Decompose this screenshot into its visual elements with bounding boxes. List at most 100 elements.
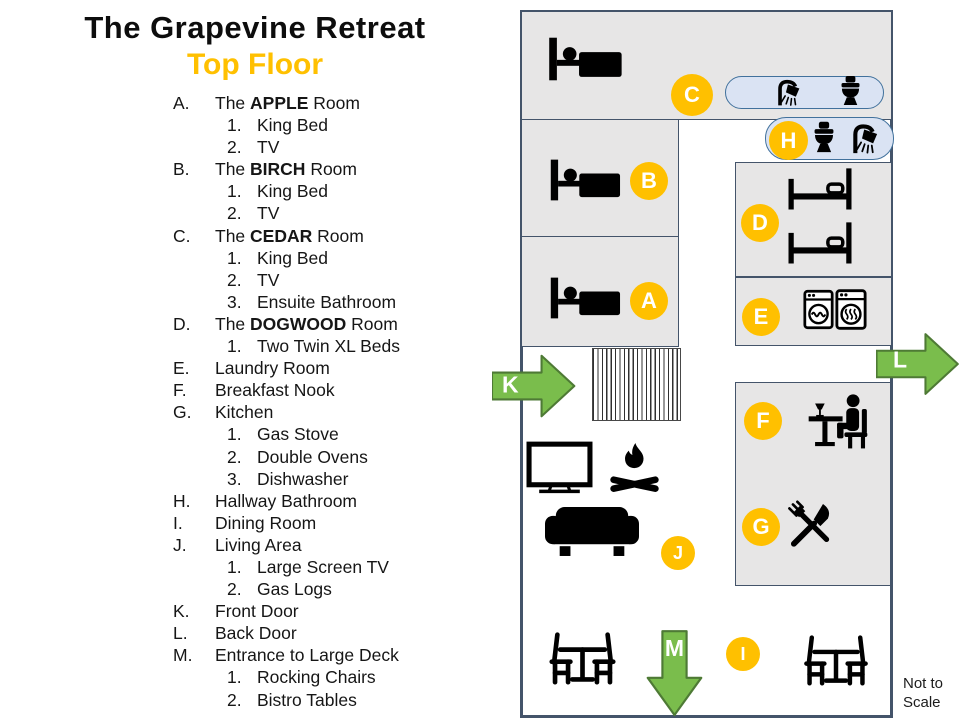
legend-list: A. The APPLE Room 1. King Bed 2. TV B. The BIRC… [173,92,503,711]
shower-icon [850,121,882,155]
legend-item: I. Dining Room [173,512,503,534]
legend-subitem-text: Gas Logs [257,579,332,600]
tv-icon [526,441,593,494]
deck-entrance-arrow: M [646,630,703,717]
legend-item-marker: G. [173,402,192,423]
legend-item-text-pre: Entrance to Large Deck [215,645,399,666]
legend-item-text-pre: The [215,225,251,246]
legend-item-text-pre: The [215,313,251,334]
legend-item-room-name: CEDAR [250,225,313,246]
legend-subitem: 1. Two Twin XL Beds [173,335,503,357]
room-badge-dining: I [726,637,760,671]
door-arrow-icon [492,354,576,418]
breakfast-seat-icon [805,390,871,450]
legend-subitem: 1. Large Screen TV [173,556,503,578]
legend-subitem-marker: 1. [227,247,242,268]
legend-subitem-text: King Bed [257,181,329,202]
legend-item-marker: K. [173,601,190,622]
legend-item-text: Front Door [215,600,299,622]
legend-subitem-marker: 2. [227,446,242,467]
legend-item-marker: I. [173,512,183,533]
legend-item-marker: F. [173,380,187,401]
room-badge-hall-bath: H [769,121,808,160]
legend-subitem-text: Two Twin XL Beds [257,336,400,357]
legend-subitem: 2.TV [173,202,503,224]
legend-subitem-text: Gas Stove [257,424,339,445]
legend-item-text: Hallway Bathroom [215,490,357,512]
legend-item-marker: B. [173,159,190,180]
legend-subitem-text: TV [257,137,280,158]
legend-item-marker: A. [173,93,190,113]
dryer-icon [835,288,867,331]
legend-item-text-pre: Front Door [215,601,299,622]
legend-subitem-marker: 2. [227,269,242,290]
legend-subitem-marker: 3. [227,291,242,312]
legend-item-marker: H. [173,490,191,511]
legend-subitem-text: King Bed [257,115,329,136]
page-title: The Grapevine Retreat [84,10,426,45]
legend-subitem-marker: 1. [227,556,242,577]
legend-subitem-text: TV [257,269,280,290]
legend-item: G. Kitchen [173,401,503,423]
legend-item-text-post: Room [305,159,357,180]
legend-item: H. Hallway Bathroom [173,490,503,512]
legend-item-text: Laundry Room [215,357,330,379]
legend-item-room-name: APPLE [250,93,309,113]
legend-item-text: Back Door [215,622,297,644]
legend-item-marker: D. [173,313,191,334]
front-door-label: K [502,371,519,398]
legend-subitem-marker: 1. [227,424,242,445]
legend-item: D.The DOGWOOD Room [173,313,503,335]
room-badge-laundry: E [742,298,780,336]
legend-subitem: 2.Bistro Tables [173,689,503,711]
legend-subitem-marker: 1. [227,336,242,357]
legend-item-text-pre: Laundry Room [215,358,330,379]
legend-subitem: 3. Ensuite Bathroom [173,291,503,313]
legend-subitem: 2.Gas Logs [173,578,503,600]
legend-subitem: 2. TV [173,269,503,291]
campfire-icon [607,441,662,498]
legend-item-text: Entrance to Large Deck [215,644,399,666]
legend-item-text: Kitchen [215,401,273,423]
legend-item: K. Front Door [173,600,503,622]
legend-subitem: 1.King Bed [173,180,503,202]
legend-item-text-pre: Dining Room [215,512,317,533]
twin-bed-icon [785,166,855,211]
legend-item-text-pre: Kitchen [215,402,274,423]
legend-item-text-pre: The [215,93,251,113]
room-badge-kitchen: G [742,508,780,546]
legend-subitem: 1.King Bed [173,114,503,136]
front-door-arrow: K [492,351,576,421]
legend-subitem-marker: 2. [227,689,242,710]
dining-set-icon [544,631,621,685]
back-door-arrow: L [876,330,960,398]
legend-subitem: 2.Double Ovens [173,446,503,468]
legend-subitem-text: King Bed [257,247,329,268]
legend-item-marker: E. [173,358,190,379]
legend-subitem: 1. King Bed [173,247,503,269]
legend-item-text-post: Room [312,225,364,246]
couch-icon [545,507,639,556]
legend-subitem-text: TV [257,203,280,224]
legend-item-room-name: BIRCH [250,159,306,180]
legend-subitem-text: Ensuite Bathroom [257,291,397,312]
legend-item: E. Laundry Room [173,357,503,379]
room-badge-nook: F [744,402,782,440]
legend-item-text-pre: Back Door [215,623,297,644]
scale-note-line1: Not to [903,675,944,692]
legend-item-text: Breakfast Nook [215,379,335,401]
legend-item-marker: C. [173,225,191,246]
legend-item: J.Living Area [173,534,503,556]
room-badge-apple: A [630,282,668,320]
legend-item: F. Breakfast Nook [173,379,503,401]
legend-item-text-pre: The [215,159,251,180]
legend-item: A.The APPLE Room [173,92,503,114]
legend-subitem: 1. Gas Stove [173,423,503,445]
legend-header: The Grapevine Retreat Top Floor [35,10,475,82]
legend-item-text: The CEDAR Room [215,225,364,247]
room-badge-dogwood: D [741,204,779,242]
legend-subitem-text: Large Screen TV [257,556,389,577]
legend-item-marker: J. [173,534,187,555]
legend-item-text-post: Room [346,313,398,334]
